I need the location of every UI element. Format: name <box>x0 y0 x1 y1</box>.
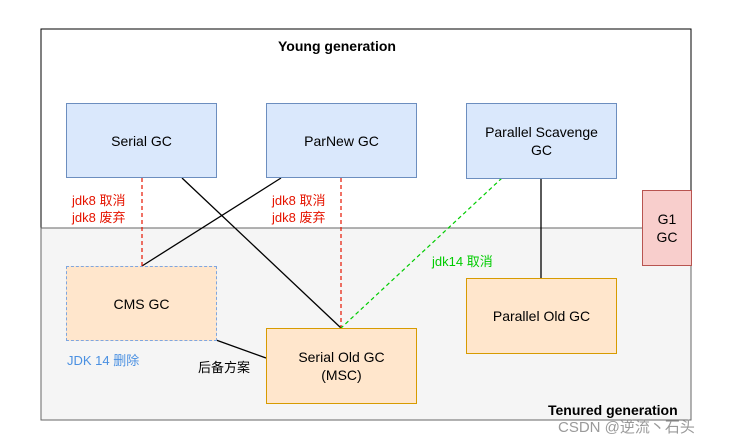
serial-deprecation-line1: jdk8 取消 <box>72 193 126 208</box>
serial-deprecation-line2: jdk8 废弃 <box>72 210 126 225</box>
serial-old-gc-node: Serial Old GC (MSC) <box>266 328 417 404</box>
parnew-gc-label: ParNew GC <box>304 132 379 149</box>
parnew-deprecation-line1: jdk8 取消 <box>272 193 326 208</box>
parnew-deprecation-note: jdk8 取消 jdk8 废弃 <box>272 192 325 226</box>
csdn-watermark: CSDN @逆流丶石头 <box>558 419 695 436</box>
parallel-scavenge-gc-label-line1: Parallel Scavenge <box>485 124 598 140</box>
serial-gc-node: Serial GC <box>66 103 217 178</box>
parallel-scavenge-gc-node: Parallel Scavenge GC <box>466 103 617 179</box>
cms-removed-note: JDK 14 删除 <box>67 353 140 368</box>
g1-gc-label-line2: GC <box>656 229 678 245</box>
serial-old-gc-label-line2: (MSC) <box>321 367 362 383</box>
young-generation-title: Young generation <box>278 38 396 54</box>
edge-parnew-to-cms <box>141 177 282 267</box>
edge-serial-to-serial-old <box>181 177 342 329</box>
jdk14-cancel-note: jdk14 取消 <box>432 254 493 269</box>
cms-gc-node: CMS GC <box>66 266 217 341</box>
g1-gc-label-line1: G1 <box>657 211 677 227</box>
serial-gc-label: Serial GC <box>111 132 172 149</box>
parnew-gc-node: ParNew GC <box>266 103 417 178</box>
edge-parallel-scavenge-to-serial-old-cancelled <box>340 177 503 329</box>
parnew-deprecation-line2: jdk8 废弃 <box>272 210 326 225</box>
serial-deprecation-note: jdk8 取消 jdk8 废弃 <box>72 192 125 226</box>
cms-gc-label: CMS GC <box>113 295 170 312</box>
tenured-generation-title: Tenured generation <box>548 402 678 418</box>
parallel-scavenge-gc-label-line2: GC <box>530 142 552 158</box>
edge-cms-to-serial-old-backup <box>215 339 267 359</box>
g1-gc-node: G1 GC <box>642 190 692 266</box>
parallel-old-gc-label: Parallel Old GC <box>492 308 591 324</box>
serial-old-gc-label-line1: Serial Old GC <box>298 349 385 365</box>
parallel-old-gc-node: Parallel Old GC <box>466 278 617 354</box>
backup-plan-note: 后备方案 <box>198 360 251 375</box>
